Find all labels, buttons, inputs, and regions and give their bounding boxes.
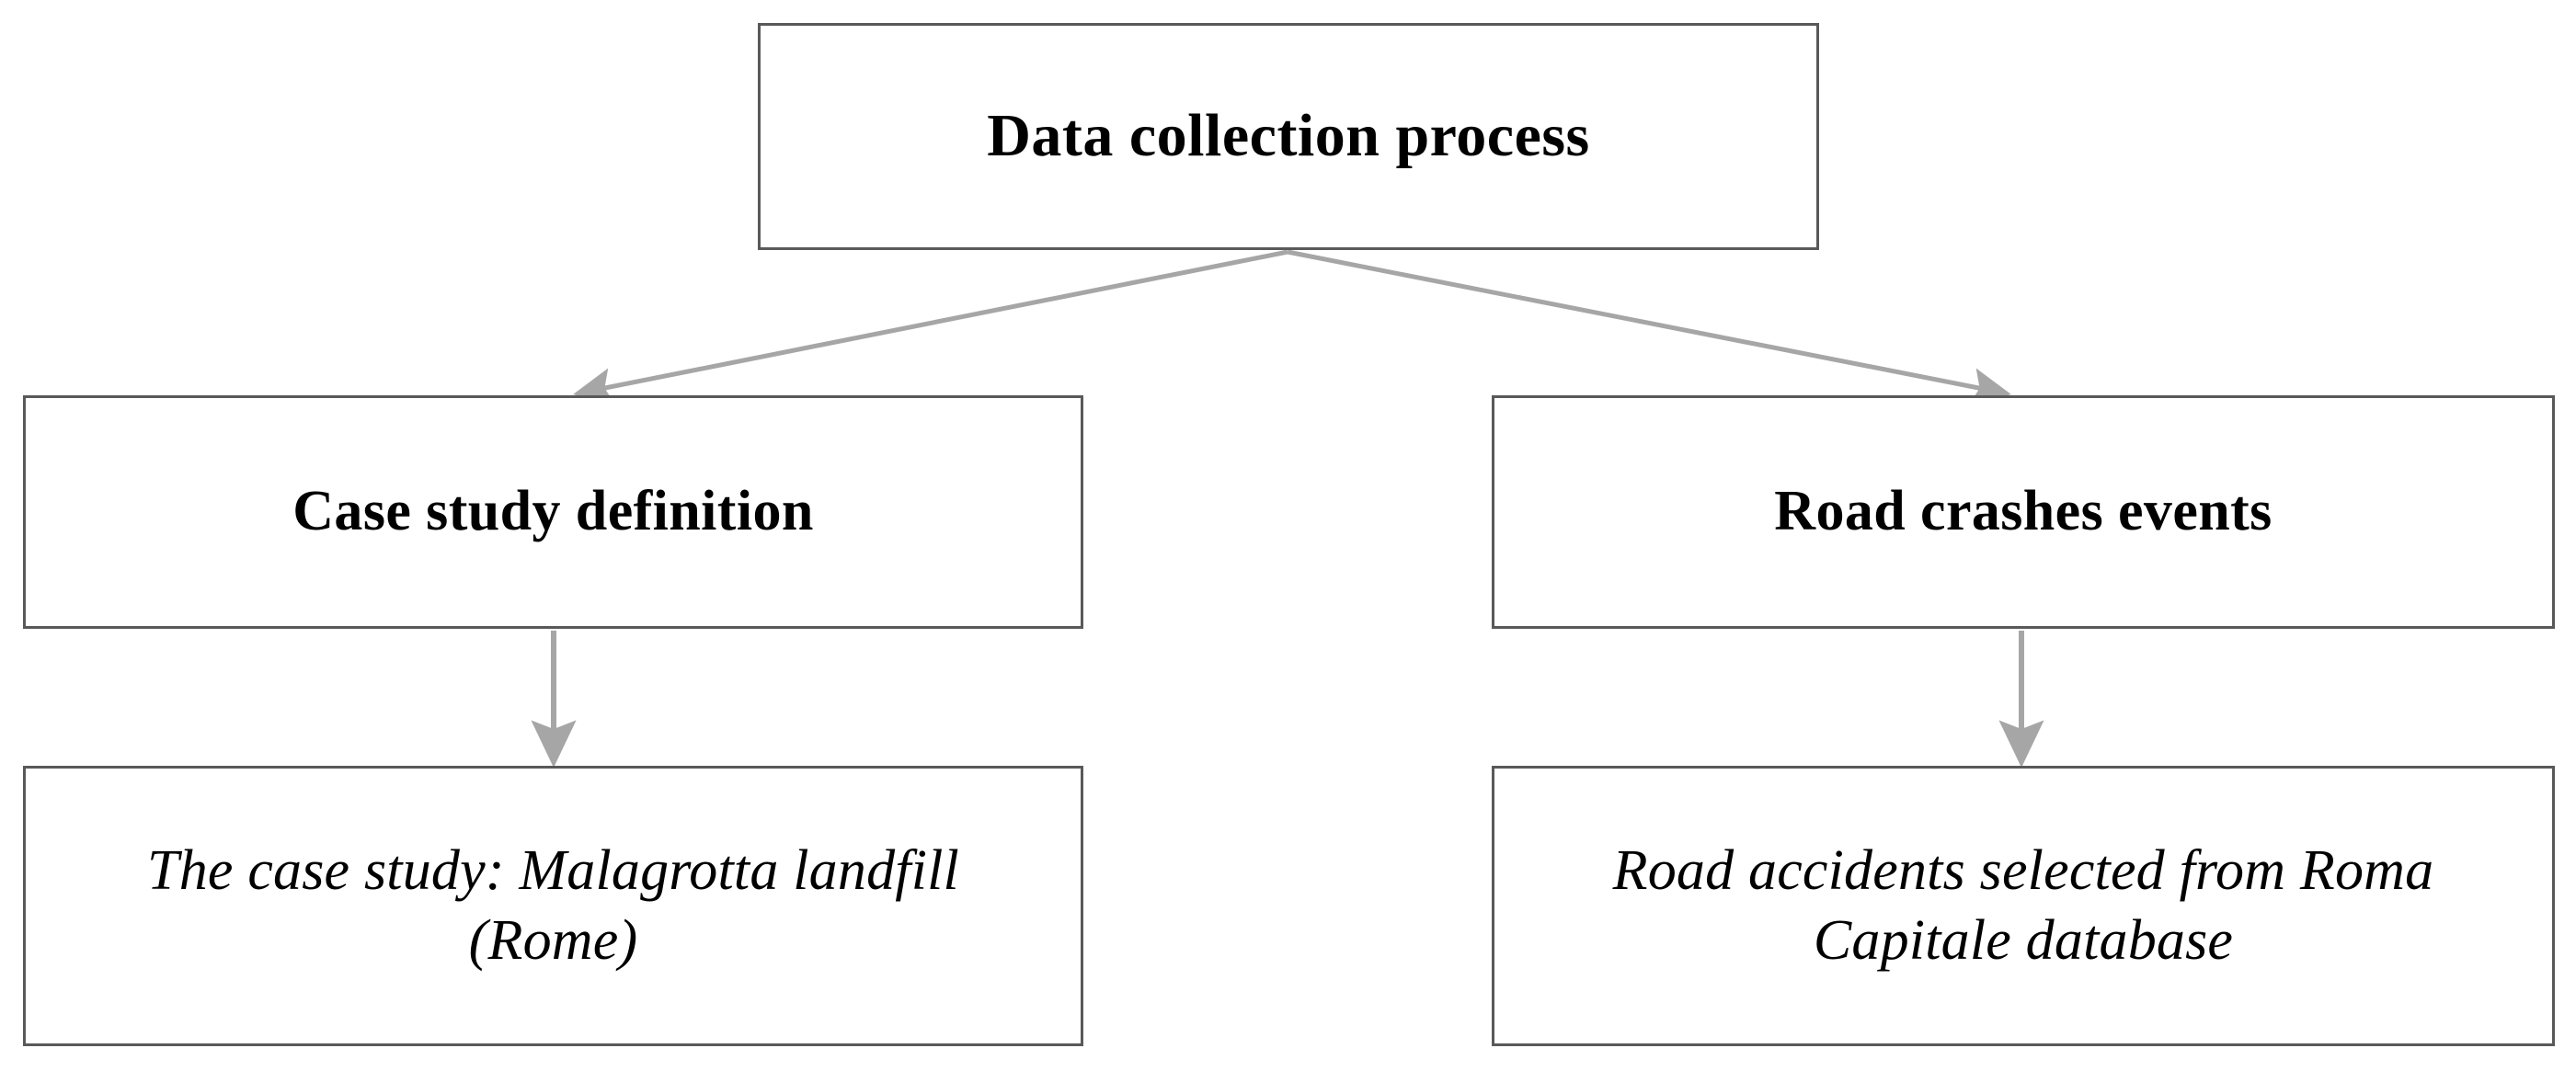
- node-label-data-collection-process: Data collection process: [987, 102, 1590, 170]
- node-roma-capitale-database[interactable]: Road accidents selected from Roma Capita…: [1492, 766, 2555, 1046]
- node-label-malagrotta-landfill: The case study: Malagrotta landfill (Rom…: [147, 838, 959, 972]
- node-data-collection-process[interactable]: Data collection process: [758, 23, 1819, 250]
- node-road-crashes-events[interactable]: Road crashes events: [1492, 395, 2555, 629]
- node-label-case-study-definition: Case study definition: [292, 480, 814, 543]
- node-label-road-crashes-events: Road crashes events: [1774, 480, 2273, 543]
- node-label-roma-capitale-database: Road accidents selected from Roma Capita…: [1612, 838, 2434, 972]
- arrow-root-to-road-crashes: [1287, 249, 2011, 405]
- node-malagrotta-landfill[interactable]: The case study: Malagrotta landfill (Rom…: [23, 766, 1083, 1046]
- node-case-study-definition[interactable]: Case study definition: [23, 395, 1083, 629]
- arrow-root-to-case-study: [573, 249, 1288, 405]
